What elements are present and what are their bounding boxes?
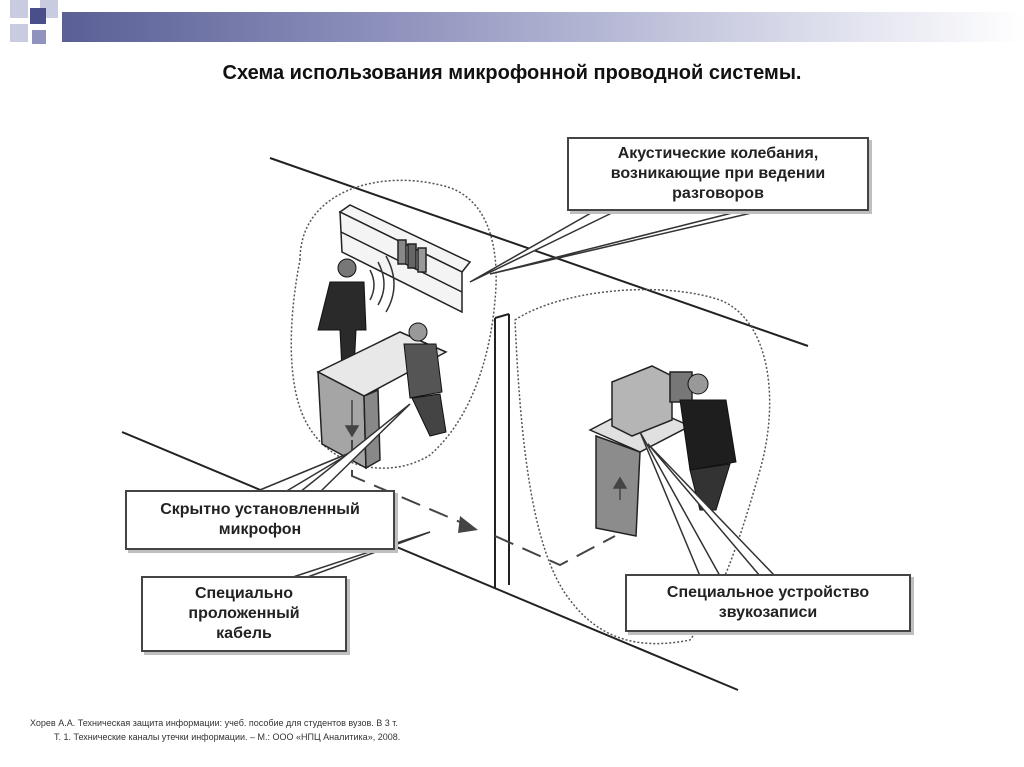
callout-pointers: [254, 208, 777, 579]
source-citation: Хорев А.А. Техническая защита информации…: [30, 716, 590, 744]
microphone-marker: [344, 400, 360, 438]
callout-special-cable: Специально проложенный кабель: [141, 576, 347, 652]
sound-waves: [369, 255, 395, 313]
slide-header-decoration: [0, 0, 1024, 60]
left-room-bubble: [290, 179, 497, 469]
wall-shelf: [338, 204, 472, 314]
corner-square: [10, 0, 28, 18]
standing-person: [317, 258, 367, 371]
callout-hidden-microphone: Скрытно установленный микрофон: [125, 490, 395, 550]
header-gradient-bar: [62, 12, 1024, 42]
corner-square: [32, 30, 46, 44]
floor-lines: [121, 157, 809, 691]
wall-partition: [494, 313, 510, 588]
right-room-bubble: [514, 288, 771, 645]
recorder-up-arrow: [612, 476, 628, 500]
seated-person: [403, 322, 447, 437]
citation-line-1: Хорев А.А. Техническая защита информации…: [30, 718, 398, 728]
callout-acoustic-vibrations: Акустические колебания, возникающие при …: [567, 137, 869, 211]
corner-square: [30, 8, 46, 24]
cable-arrow: [458, 516, 478, 533]
corner-square: [10, 24, 28, 42]
citation-line-2: Т. 1. Технические каналы утечки информац…: [54, 732, 401, 742]
callout-recording-device: Специальное устройство звукозаписи: [625, 574, 911, 632]
slide-title: Схема использования микрофонной проводно…: [222, 62, 802, 84]
